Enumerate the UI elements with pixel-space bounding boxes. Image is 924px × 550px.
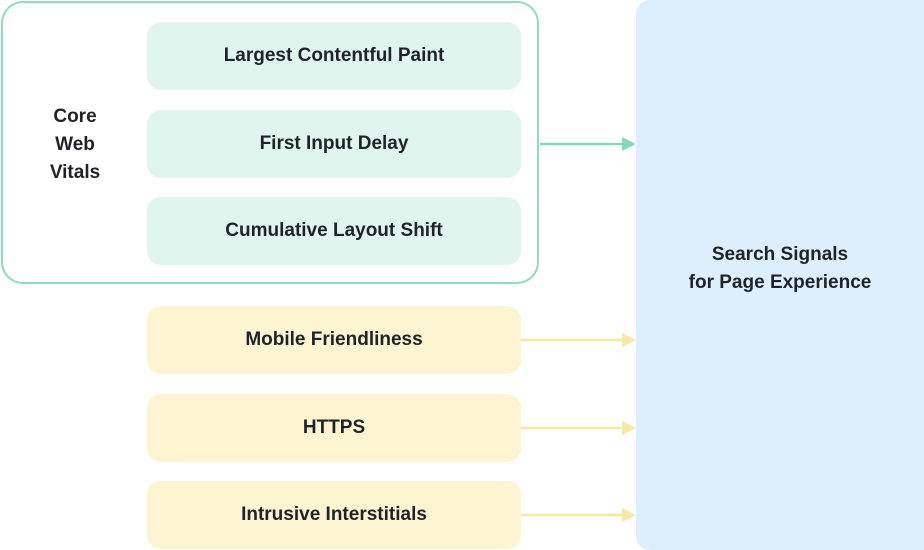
search-signals-label-line2: for Page Experience — [688, 272, 872, 293]
search-signals-label: Search Signals for Page Experience — [689, 241, 872, 297]
search-signals-label-line1: Search Signals — [711, 244, 849, 265]
arrow-https — [521, 421, 636, 435]
box-https: HTTPS — [147, 394, 521, 462]
arrow-intrusive-interstitials — [521, 508, 636, 522]
box-cumulative-layout-shift: Cumulative Layout Shift — [147, 197, 521, 265]
arrow-core-web-vitals — [540, 137, 636, 151]
box-largest-contentful-paint: Largest Contentful Paint — [147, 22, 521, 90]
core-web-vitals-group — [1, 1, 539, 284]
box-mobile-friendliness: Mobile Friendliness — [147, 306, 521, 374]
search-signals-box: Search Signals for Page Experience — [636, 0, 924, 550]
core-web-vitals-label: Core Web Vitals — [49, 106, 101, 183]
box-intrusive-interstitials: Intrusive Interstitials — [147, 481, 521, 549]
arrow-mobile-friendliness — [521, 333, 636, 347]
box-first-input-delay: First Input Delay — [147, 110, 521, 178]
